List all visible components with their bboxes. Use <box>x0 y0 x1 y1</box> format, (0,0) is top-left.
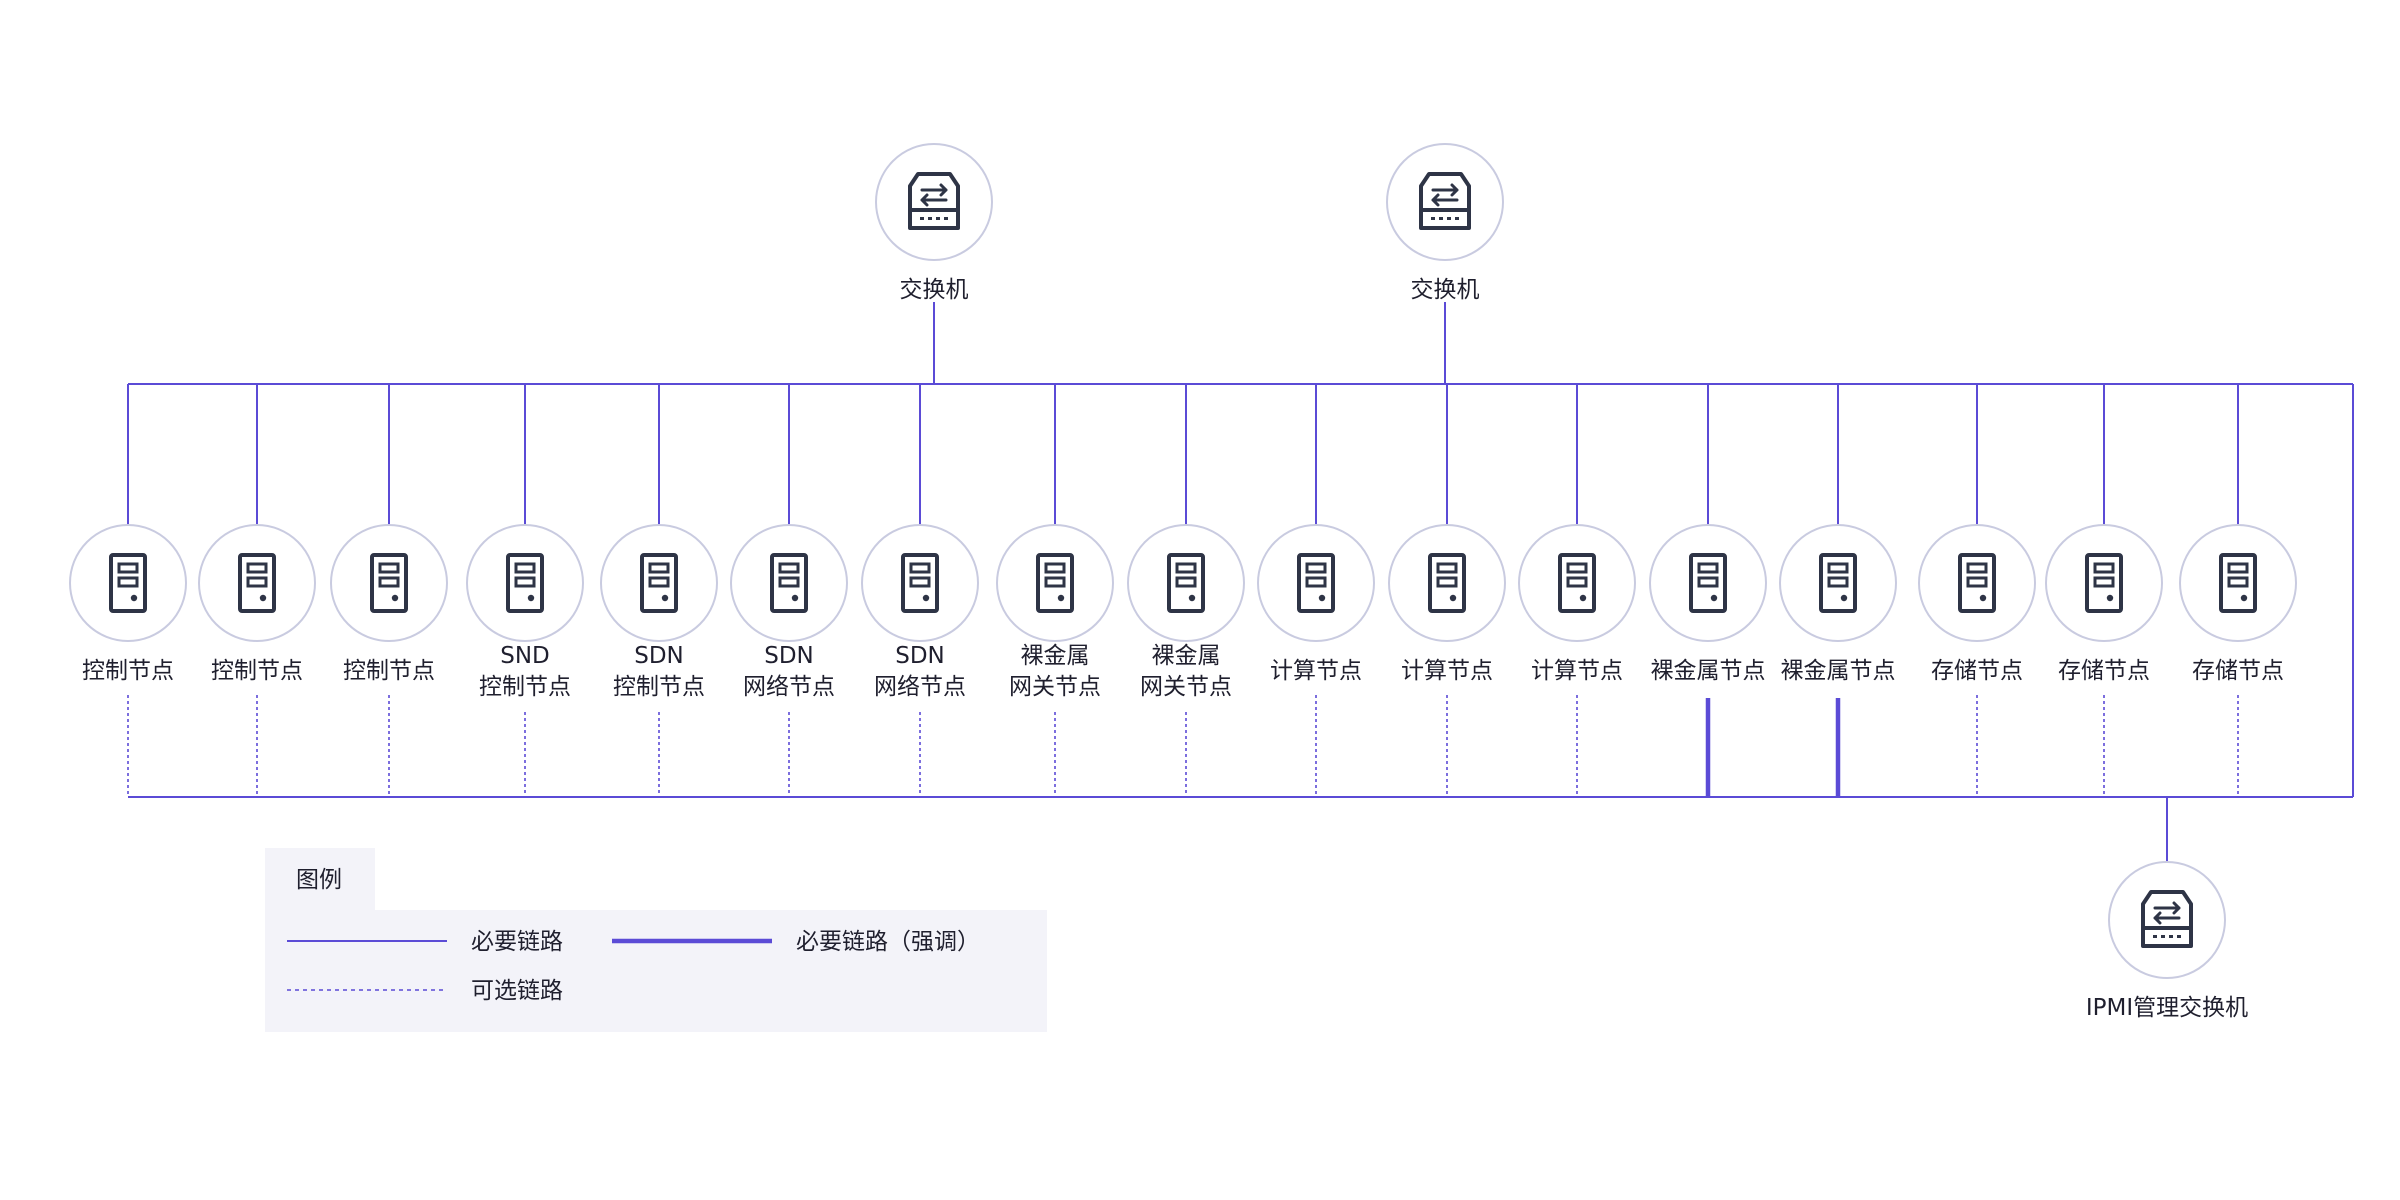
server-label-line1: SND <box>500 643 550 669</box>
server-label: 计算节点 <box>1531 658 1623 684</box>
server-node: 控制节点 <box>330 524 448 684</box>
server-ring <box>2045 524 2163 642</box>
server-ring <box>69 524 187 642</box>
legend: 图例 必要链路 必要链路（强调） 可选链路 <box>265 848 1047 1032</box>
server-node: 裸金属节点 <box>1649 524 1767 684</box>
server-label: 存储节点 <box>2192 658 2284 684</box>
legend-required-label: 必要链路 <box>471 929 563 955</box>
server-label-line1: 裸金属 <box>1152 643 1221 669</box>
server-icon <box>1958 553 1996 613</box>
server-label-line1: SDN <box>764 643 814 669</box>
server-label: 裸金属节点 <box>1781 658 1896 684</box>
server-icon <box>1036 553 1074 613</box>
server-node: 计算节点 <box>1257 524 1375 684</box>
server-label-line1: SDN <box>895 643 945 669</box>
server-icon <box>1558 553 1596 613</box>
server-ring <box>1779 524 1897 642</box>
switch-icon <box>908 172 960 230</box>
server-icon <box>2085 553 2123 613</box>
server-label: 控制节点 <box>343 658 435 684</box>
server-icon <box>1167 553 1205 613</box>
links <box>127 302 2354 862</box>
server-label-line2: 控制节点 <box>479 674 571 700</box>
server-node: 存储节点 <box>2045 524 2163 684</box>
server-icon <box>1689 553 1727 613</box>
switch-label: 交换机 <box>900 277 969 303</box>
legend-optional-label: 可选链路 <box>471 978 563 1004</box>
server-node: 控制节点 <box>198 524 316 684</box>
server-ring <box>198 524 316 642</box>
server-ring <box>600 524 718 642</box>
server-icon <box>1819 553 1857 613</box>
server-ring <box>1257 524 1375 642</box>
switch-ring <box>875 143 993 261</box>
server-icon <box>109 553 147 613</box>
server-label-line2: 控制节点 <box>613 674 705 700</box>
server-icon <box>640 553 678 613</box>
server-label: 裸金属节点 <box>1651 658 1766 684</box>
server-label-line1: 裸金属 <box>1021 643 1090 669</box>
server-ring <box>330 524 448 642</box>
switch-label: 交换机 <box>1411 277 1480 303</box>
server-icon <box>1297 553 1335 613</box>
server-label: 存储节点 <box>1931 658 2023 684</box>
ipmi-switch-label: IPMI管理交换机 <box>2086 995 2248 1021</box>
server-icon <box>238 553 276 613</box>
server-node: 存储节点 <box>1918 524 2036 684</box>
server-ring <box>861 524 979 642</box>
server-label-line2: 网络节点 <box>874 674 966 700</box>
server-node: 计算节点 <box>1388 524 1506 684</box>
server-label: 控制节点 <box>82 658 174 684</box>
server-label-line2: 网关节点 <box>1140 674 1232 700</box>
switch-icon <box>1419 172 1471 230</box>
server-icon <box>506 553 544 613</box>
server-icon <box>901 553 939 613</box>
ipmi-switch-node: IPMI管理交换机 <box>2086 861 2248 1021</box>
nodes: 交换机交换机控制节点控制节点控制节点SND控制节点SDN控制节点SDN网络节点S… <box>69 143 2297 1021</box>
server-label: 存储节点 <box>2058 658 2150 684</box>
server-ring <box>1918 524 2036 642</box>
server-ring <box>1518 524 1636 642</box>
server-label-line1: SDN <box>634 643 684 669</box>
server-label: 计算节点 <box>1401 658 1493 684</box>
server-icon <box>1428 553 1466 613</box>
legend-required-emphasis-label: 必要链路（强调） <box>796 929 980 955</box>
switch-node: 交换机 <box>1386 143 1504 303</box>
server-icon <box>2219 553 2257 613</box>
server-node: SND 控制节点 <box>466 524 584 700</box>
server-node: 裸金属节点 <box>1779 524 1897 684</box>
server-ring <box>466 524 584 642</box>
server-label-line2: 网关节点 <box>1009 674 1101 700</box>
server-ring <box>2179 524 2297 642</box>
legend-panel <box>265 910 1047 1032</box>
switch-node: 交换机 <box>875 143 993 303</box>
server-node: SDN 网络节点 <box>861 524 979 700</box>
switch-ring <box>1386 143 1504 261</box>
server-node: 存储节点 <box>2179 524 2297 684</box>
server-node: SDN 网络节点 <box>730 524 848 700</box>
server-icon <box>770 553 808 613</box>
legend-tab <box>265 848 375 912</box>
server-node: SDN 控制节点 <box>600 524 718 700</box>
ipmi-switch-ring <box>2108 861 2226 979</box>
legend-title: 图例 <box>296 867 342 893</box>
server-ring <box>996 524 1114 642</box>
switch-icon <box>2141 890 2193 948</box>
server-ring <box>730 524 848 642</box>
server-node: 计算节点 <box>1518 524 1636 684</box>
server-ring <box>1649 524 1767 642</box>
server-label-line2: 网络节点 <box>743 674 835 700</box>
server-ring <box>1388 524 1506 642</box>
server-icon <box>370 553 408 613</box>
server-label: 计算节点 <box>1270 658 1362 684</box>
server-ring <box>1127 524 1245 642</box>
server-node: 控制节点 <box>69 524 187 684</box>
server-label: 控制节点 <box>211 658 303 684</box>
